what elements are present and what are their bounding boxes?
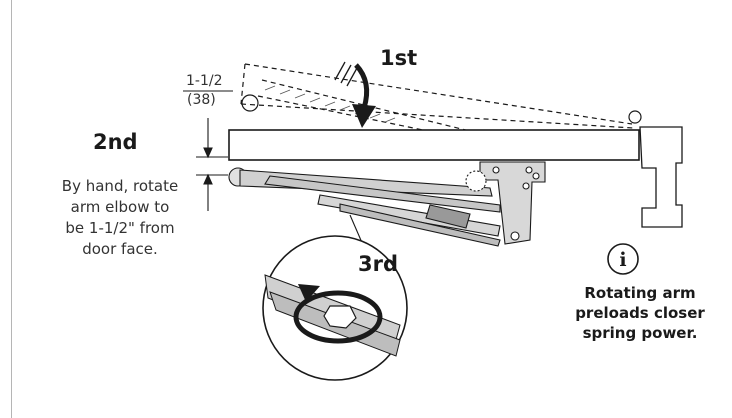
ghost-arm-hatching [264,85,396,123]
info-icon: i [607,243,639,275]
door-slab [228,129,640,161]
svg-text:i: i [619,249,626,271]
info-note-text: Rotating arm preloads closer spring powe… [575,284,705,342]
closer-body [465,161,546,245]
dimension-mm-label: (38) [187,92,216,108]
dimension-marks [183,90,233,211]
left-border-line [11,0,12,418]
ghost-elbow-circle [241,94,259,112]
step-3rd-label: 3rd [358,252,399,276]
closer-arm [228,167,501,247]
motion-lines [334,61,358,87]
first-arrow [352,63,376,128]
ghost-door-outline [240,63,634,151]
dimension-inches-label: 1-1/2 [186,73,223,89]
detail-magnifier [262,235,408,381]
step-2nd-label: 2nd [93,130,138,154]
step-1st-label: 1st [380,46,418,70]
door-frame-profile [639,126,683,228]
hinge-circle [628,110,642,124]
instruction-text: By hand, rotate arm elbow to be 1-1/2" f… [61,177,179,258]
